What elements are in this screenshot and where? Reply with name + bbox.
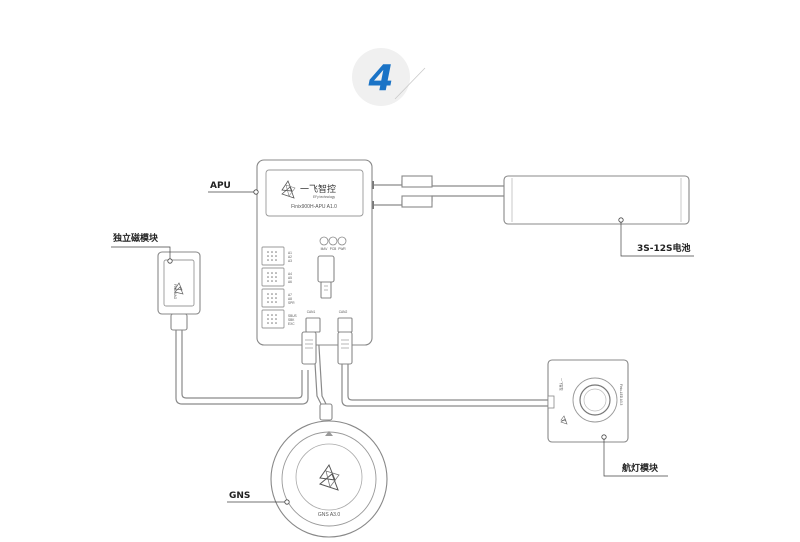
- apu-port-groups: A1 A2 A3 A4 A5 A6 A7 A8 SPR SBUS SBK EXC: [261, 246, 297, 329]
- can1-connector: [301, 317, 321, 365]
- gns-unit: GNS A3.0: [270, 403, 388, 538]
- mag-unit: Finix-MAG: [157, 251, 201, 331]
- port-label-a7: A7: [288, 293, 292, 297]
- battery-plug-top: [401, 175, 433, 188]
- port-label-a8: A8: [288, 297, 292, 301]
- mag-logo-icon: [174, 282, 184, 295]
- port-label-a3: A3: [288, 259, 292, 263]
- gns-arrow-icon: [325, 431, 333, 436]
- light-logo-icon: [560, 415, 568, 425]
- can2-connector: [337, 317, 353, 365]
- led-label-pwr: PWR: [338, 247, 346, 251]
- callout-apu-dot: [253, 189, 259, 195]
- apu-brand-en: EFy technology: [313, 195, 335, 199]
- mag-wire-b: [181, 330, 303, 399]
- callout-dots: [167, 189, 624, 505]
- battery-body: [503, 175, 690, 225]
- port-label-sbus: SBUS: [288, 314, 297, 318]
- led-label-mav: MAV: [321, 247, 329, 251]
- label-apu: APU: [210, 181, 231, 191]
- battery-wire-bottom: [372, 195, 504, 206]
- led-label-pcb: PCB: [330, 247, 337, 251]
- step-number: 4: [367, 58, 393, 99]
- callout-mag-dot: [167, 258, 173, 264]
- port-pins: [267, 251, 277, 324]
- battery-plug-bottom: [401, 195, 433, 208]
- step-badge: 4: [352, 48, 426, 106]
- apu-model: Finix900H-APU A1.0: [291, 204, 337, 210]
- callout-light-line: [603, 437, 668, 477]
- port-label-a2: A2: [288, 255, 292, 259]
- callouts: [111, 191, 694, 503]
- label-gns: GNS: [229, 491, 250, 501]
- wires: [175, 175, 548, 418]
- port-label-a1: A1: [288, 251, 292, 255]
- apu-label-plate: [265, 169, 364, 217]
- led-mav: [319, 236, 329, 246]
- apu-unit: 一飞智控 EFy technology Finix900H-APU A1.0 M…: [256, 159, 373, 346]
- callout-battery-line: [620, 220, 694, 257]
- callout-battery-dot: [618, 217, 624, 223]
- port-label-spr: SPR: [288, 301, 295, 305]
- port-group-4: [261, 309, 285, 329]
- port-label-exc: EXC: [288, 322, 295, 326]
- label-battery: 3S-12S电池: [637, 242, 691, 254]
- apu-brand-cn: 一飞智控: [300, 183, 336, 195]
- label-light: 航灯模块: [622, 462, 659, 474]
- apu-logo-icon: [281, 180, 296, 199]
- light-side-text: 一飞智控: [559, 378, 564, 392]
- callout-mag-line: [111, 246, 171, 259]
- led-pcb: [328, 236, 338, 246]
- gns-model: GNS A3.0: [318, 512, 340, 518]
- light-inner-lens: [583, 388, 607, 412]
- apu-led-group: MAV PCB PWR: [319, 236, 347, 251]
- port-group-1: [261, 246, 285, 266]
- step-badge-circle: [352, 48, 410, 106]
- port-label-can1: CAN1: [307, 310, 316, 314]
- light-model: Finix-LED A0.3: [619, 384, 623, 405]
- light-wire-b: [347, 362, 548, 401]
- led-pwr: [337, 236, 347, 246]
- apu-top-connector: [317, 255, 335, 299]
- port-group-3: [261, 288, 285, 308]
- mag-connector: [170, 313, 188, 331]
- callout-gns-dot: [284, 499, 290, 505]
- port-label-a4: A4: [288, 272, 292, 276]
- port-label-a5: A5: [288, 276, 292, 280]
- gns-logo-icon: [318, 463, 340, 491]
- port-label-a6: A6: [288, 280, 292, 284]
- step-badge-slash: [394, 67, 426, 100]
- mag-wire-a: [175, 330, 309, 405]
- mag-model: Finix-MAG: [173, 284, 177, 300]
- light-wire-a: [341, 362, 548, 407]
- battery-wire-top: [372, 180, 504, 187]
- gns-connector: [319, 403, 333, 421]
- port-label-sbk: SBK: [288, 318, 295, 322]
- port-label-can2: CAN2: [339, 310, 348, 314]
- label-mag: 独立磁模块: [112, 232, 159, 244]
- callout-light-dot: [601, 434, 607, 440]
- port-group-2: [261, 267, 285, 287]
- battery-unit: [503, 175, 690, 225]
- light-unit: Finix-LED A0.3 一飞智控: [547, 359, 629, 443]
- light-connector: [547, 395, 555, 409]
